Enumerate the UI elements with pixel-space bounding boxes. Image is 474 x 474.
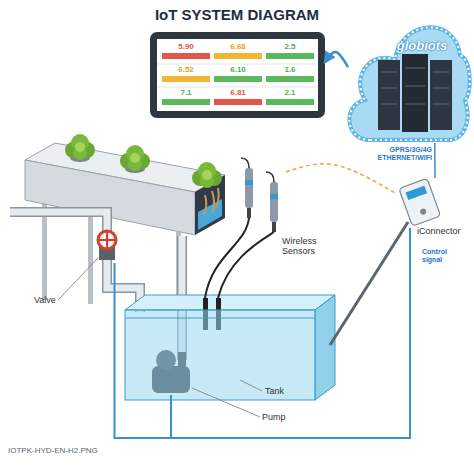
- network-link: [434, 143, 436, 178]
- valve: Valve: [92, 233, 122, 263]
- device-case: [399, 178, 441, 226]
- sensor-body: [245, 168, 253, 208]
- sensor-cable: [218, 232, 274, 298]
- part-label: Pump: [262, 412, 302, 422]
- leader-line: [240, 380, 262, 391]
- status-bar: [214, 99, 262, 105]
- wireless-link: [286, 164, 395, 193]
- control-wire: [171, 228, 410, 438]
- server-slot: [433, 88, 449, 89]
- leader-line: [58, 258, 98, 300]
- server-slot: [405, 68, 425, 69]
- lettuce-leaf: [198, 162, 216, 180]
- status-bar: [162, 99, 210, 105]
- sensor-cable: [205, 218, 249, 298]
- table-cell: 6.10: [214, 65, 262, 74]
- server-slot: [381, 88, 397, 89]
- table-cell: 5.90: [162, 42, 210, 51]
- pump: Pump: [150, 350, 192, 395]
- device-button: [419, 208, 427, 216]
- iconnector-device: [399, 178, 441, 226]
- tablet-screen: [157, 39, 318, 111]
- water-pipe: [10, 212, 140, 312]
- table-divider: [157, 64, 318, 65]
- table-cell: 7.1: [162, 88, 210, 97]
- table-cell: 6.68: [214, 42, 262, 51]
- server-rack: [378, 60, 400, 130]
- leader-line: [192, 388, 260, 417]
- tablet-frame: [150, 32, 325, 118]
- edge-label: GPRS/3G/4G ETHERNET/WIFI: [372, 146, 432, 162]
- tank-front: [125, 310, 315, 400]
- data-arrow: [325, 52, 348, 67]
- server-slot: [381, 72, 397, 73]
- pipe-outline: [10, 212, 140, 312]
- wireless-sensors: Wireless Sensors: [236, 158, 286, 228]
- table-cell: 1.6: [266, 65, 314, 74]
- cloud-logo: globiots: [392, 39, 452, 54]
- lettuce-heart: [75, 142, 85, 152]
- control-wire: [115, 228, 411, 438]
- plant-roots: [204, 188, 219, 215]
- sensor-hook: [266, 172, 274, 182]
- table-divider: [157, 87, 318, 88]
- table-cell: 6.81: [214, 88, 262, 97]
- valve-spoke: [106, 232, 108, 248]
- cloud-server: globiots: [348, 5, 472, 143]
- sensor-band: [245, 180, 253, 185]
- device-light: [406, 186, 428, 200]
- server-slot: [433, 104, 449, 105]
- lettuce-heart: [130, 153, 140, 163]
- table-cell: 2.1: [266, 88, 314, 97]
- server-slot: [405, 86, 425, 87]
- status-bar: [266, 76, 314, 82]
- status-bar: [214, 53, 262, 59]
- server-rack: [402, 54, 428, 132]
- lettuce-leaf: [126, 145, 144, 163]
- table-cell: 2.5: [266, 42, 314, 51]
- server-rack: [430, 60, 452, 130]
- server-slot: [405, 104, 425, 105]
- status-bar: [266, 99, 314, 105]
- iconnector-device: iConnector: [395, 178, 445, 228]
- server-slot: [381, 104, 397, 105]
- connector-antenna: [330, 222, 408, 345]
- part-label: Tank: [265, 386, 305, 396]
- sensor-band: [270, 194, 278, 199]
- tank-top: [125, 295, 335, 310]
- sensor-hook: [241, 158, 249, 168]
- water-level: [125, 318, 315, 319]
- sensor-tip: [247, 208, 251, 218]
- status-bar: [214, 76, 262, 82]
- sensor-body: [270, 182, 278, 222]
- tank-side: [315, 295, 335, 400]
- lettuce-leaf: [71, 134, 89, 152]
- part-label: Wireless Sensors: [282, 236, 332, 257]
- status-bar: [266, 53, 314, 59]
- server-slot: [433, 72, 449, 73]
- stand-leg: [88, 209, 93, 304]
- lettuce-heart: [202, 170, 212, 180]
- tank: Tank Pump: [125, 300, 315, 400]
- cloud-dotted-border: [349, 27, 469, 140]
- table-cell: 6.52: [162, 65, 210, 74]
- part-label: Valve: [34, 295, 74, 305]
- status-bar: [162, 76, 210, 82]
- sensor-tip: [272, 222, 276, 232]
- diagram-title: IoT SYSTEM DIAGRAM: [0, 6, 474, 23]
- part-label: iConnector: [417, 226, 472, 236]
- valve-wheel: [98, 231, 116, 249]
- status-bar: [162, 53, 210, 59]
- caption-text: IOTPK-HYD-EN-H2.PNG: [8, 446, 208, 455]
- dashboard-tablet: 5.90 6.68 2.5 6.52 6.10 1.6 7.1 6.81 2.1: [150, 32, 325, 118]
- cloud-shape: [349, 27, 469, 140]
- edge-label: Control signal: [422, 248, 466, 264]
